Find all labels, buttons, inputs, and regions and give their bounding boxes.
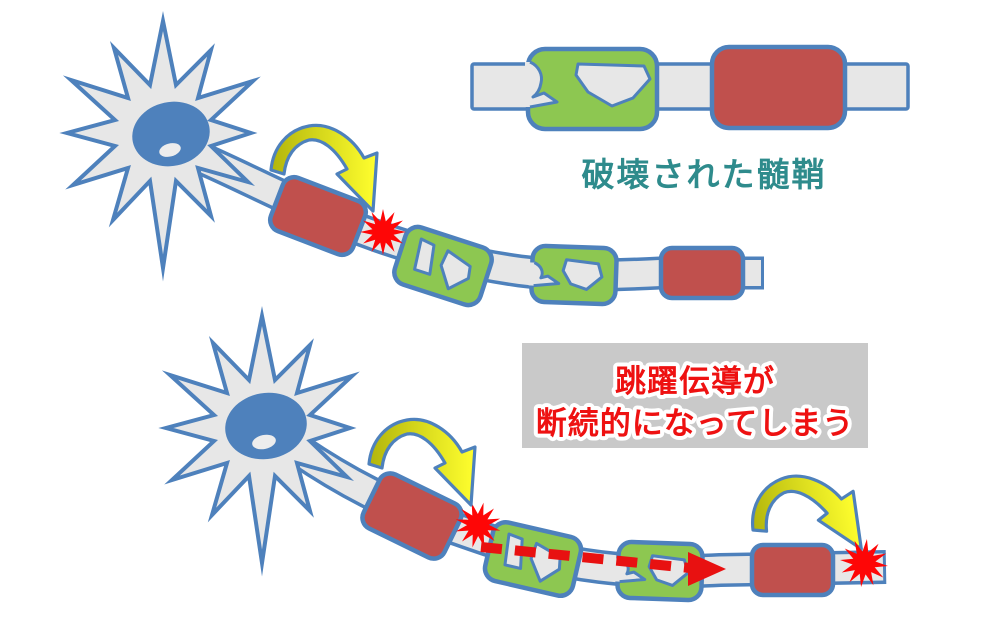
neuron-top xyxy=(65,19,764,309)
nucleus-highlight-bottom xyxy=(252,434,276,450)
warning-text-line2: 断続的になってしまう xyxy=(536,406,854,441)
myelin-intact-bottom-2 xyxy=(749,542,836,598)
warning-caption: 跳躍伝導が 断続的になってしまう xyxy=(522,343,868,448)
inset-intact-myelin-segment xyxy=(709,44,848,131)
warning-text-line1: 跳躍伝導が xyxy=(615,364,775,399)
myelin-intact-top-2 xyxy=(658,245,746,301)
inset-magnified-axon xyxy=(470,44,910,132)
myelin-intact-top-1 xyxy=(267,174,369,258)
inset-damage-tear-edge xyxy=(529,60,559,109)
myelin-damaged-top-1 xyxy=(391,224,495,309)
nucleus-top xyxy=(132,101,210,167)
damaged-myelin-label: 破壊された髄鞘 xyxy=(582,156,827,193)
nucleus-highlight-top xyxy=(159,143,181,157)
warning-box xyxy=(522,343,868,448)
nucleus-bottom xyxy=(225,392,307,460)
slow-conduction-dashed-arrow xyxy=(480,542,691,573)
myelin-intact-bottom-1 xyxy=(360,471,464,561)
myelin-damaged-top-2 xyxy=(528,245,617,304)
neuron-bottom xyxy=(164,314,891,600)
dashed-arrow-head xyxy=(688,552,726,586)
inset-damage-hole xyxy=(574,62,652,108)
